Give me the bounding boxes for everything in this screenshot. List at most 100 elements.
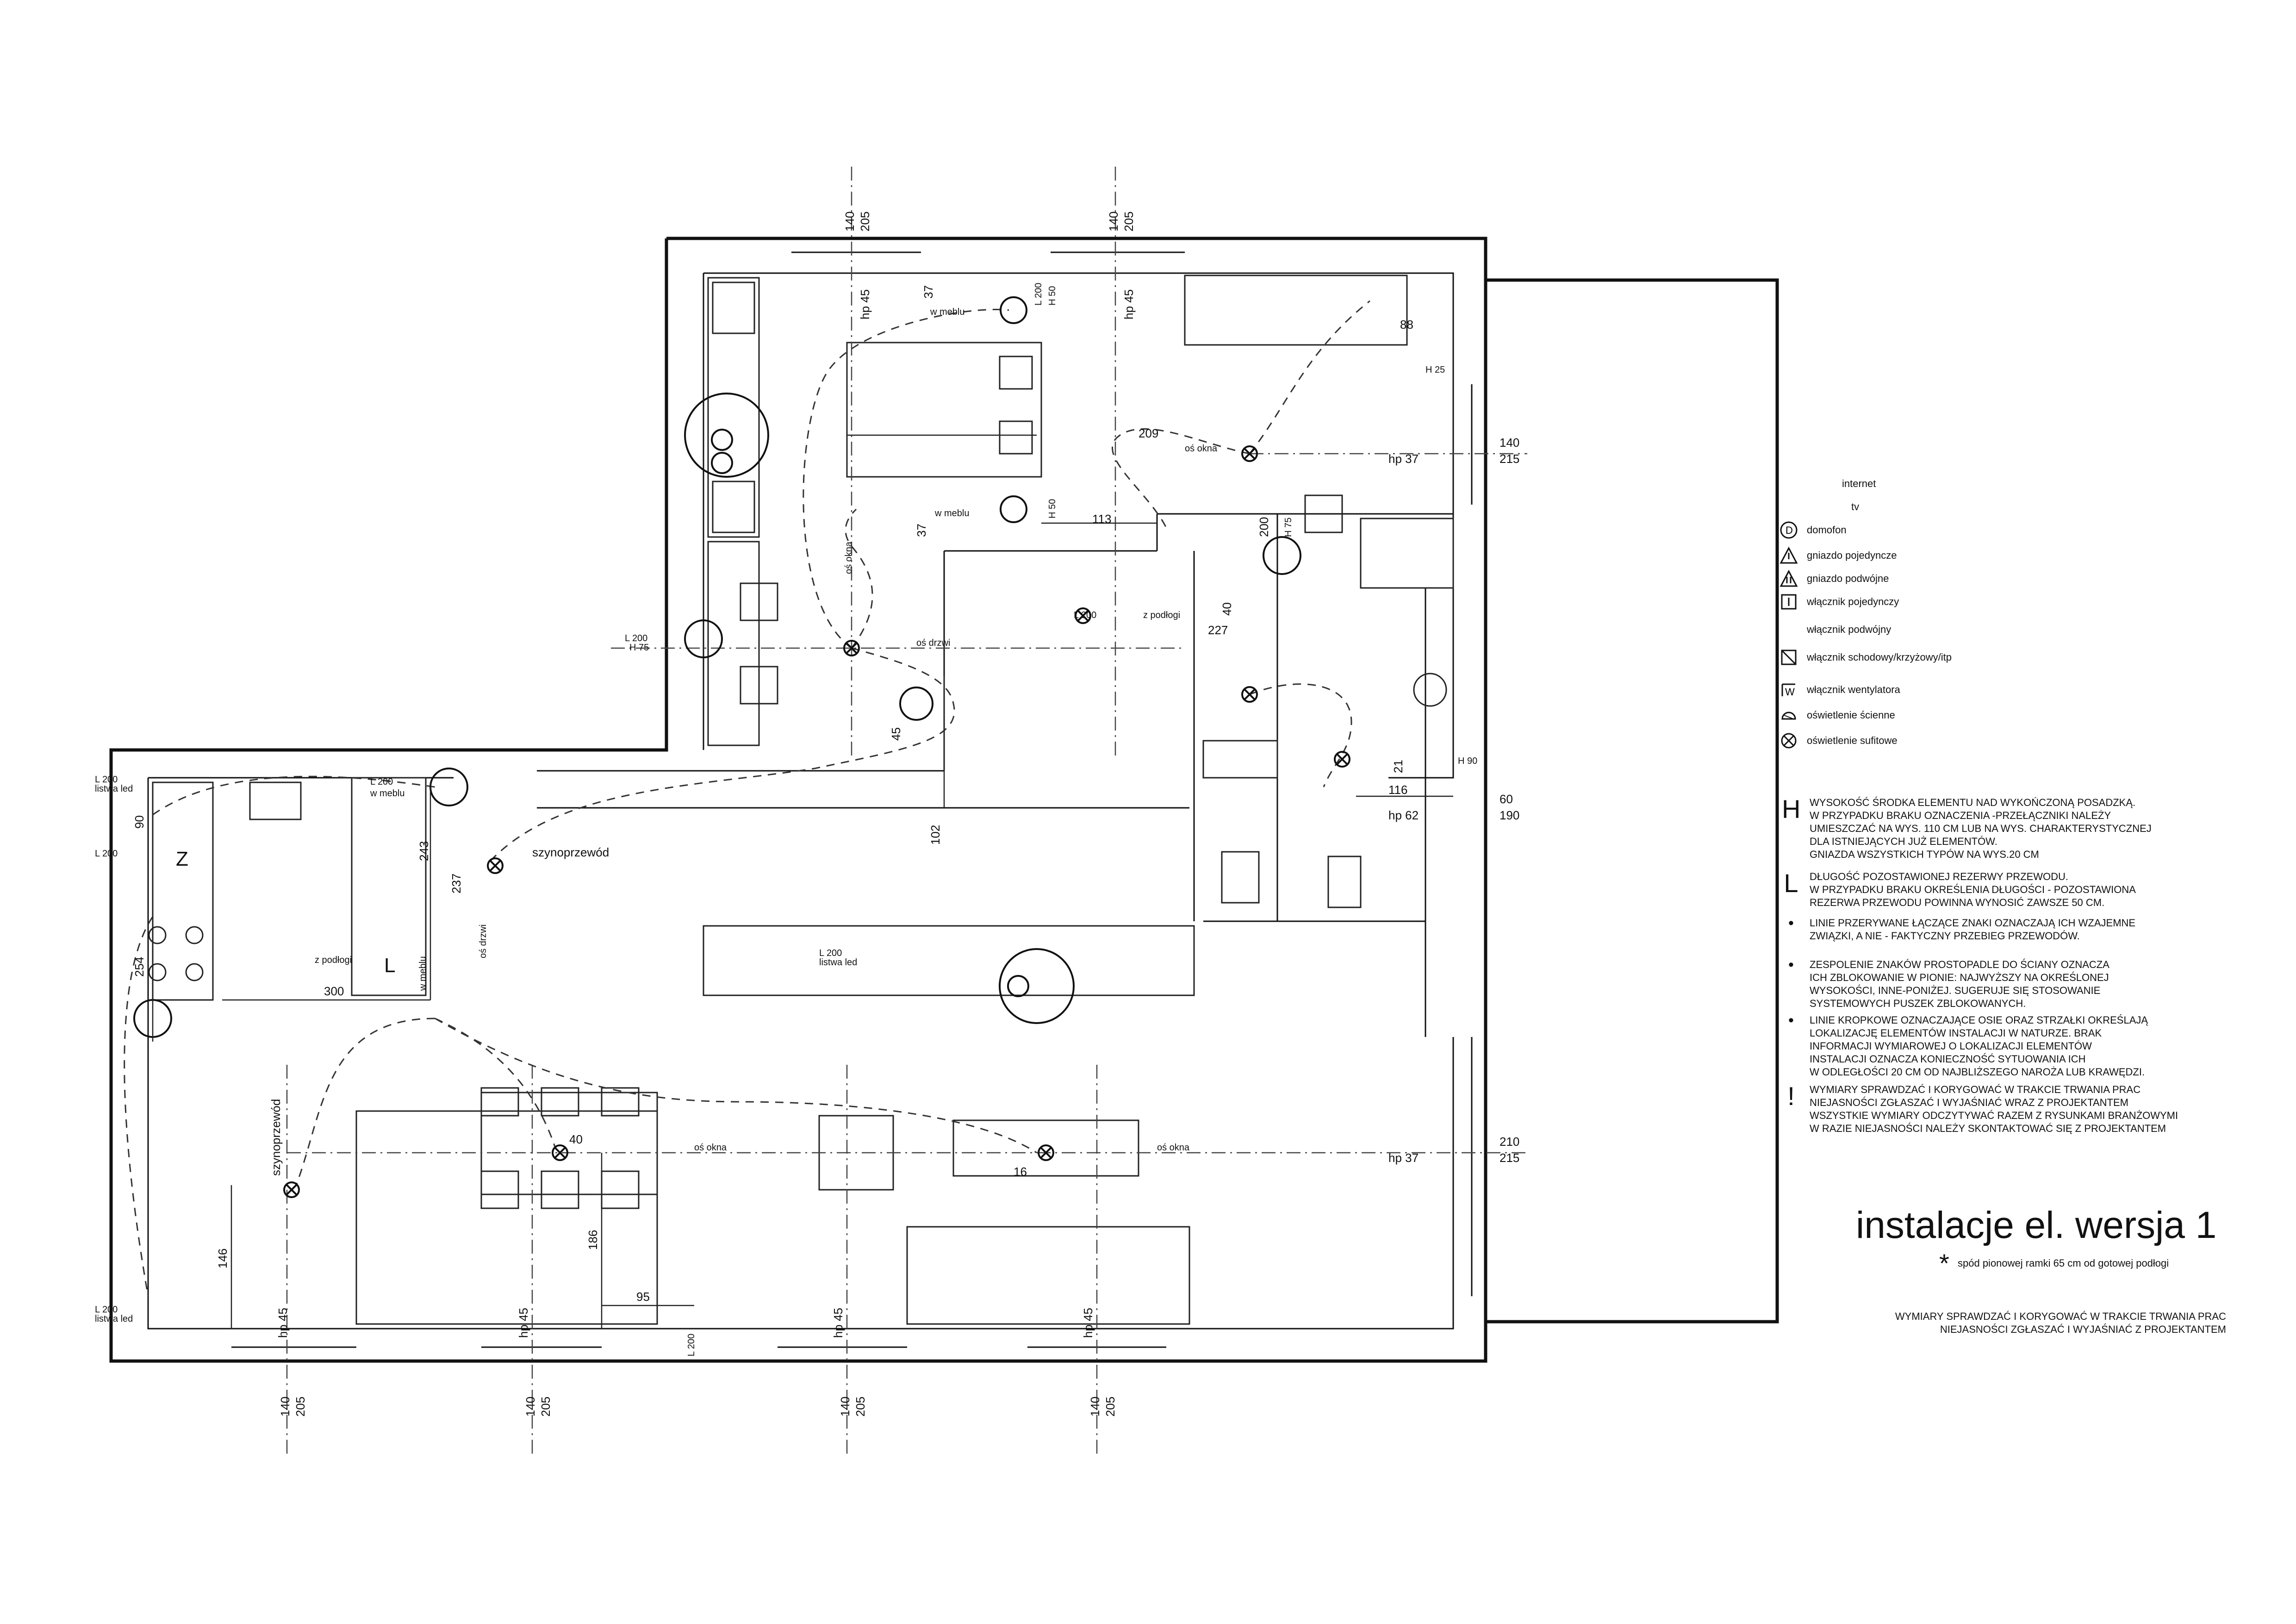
dim-label: 190 — [1500, 808, 1519, 822]
height-mark: H 50 — [1047, 499, 1058, 518]
dim-label: 205 — [539, 1397, 553, 1417]
cable-label: L 200 — [625, 633, 647, 643]
dim-label: 140 — [838, 1397, 852, 1417]
note-text: LINIE KROPKOWE OZNACZAJĄCE OSIE ORAZ STR… — [1810, 1014, 2231, 1079]
note-text: LINIE PRZERYWANE ŁĄCZĄCE ZNAKI OZNACZAJĄ… — [1810, 917, 2231, 943]
note-line: NIEJASNOŚCI ZGŁASZAĆ I WYJAŚNIAĆ WRAZ Z … — [1810, 1097, 2128, 1108]
busway-label: szynoprzewód — [269, 1099, 283, 1176]
ceiling-light-icon — [1334, 751, 1350, 768]
double-socket-icon — [684, 619, 723, 658]
dim-label: 60 — [1500, 792, 1513, 806]
note-label: z podłogi — [315, 955, 352, 965]
cable-label: L 200 — [95, 849, 118, 859]
note-line: LINIE PRZERYWANE ŁĄCZĄCE ZNAKI OZNACZAJĄ… — [1810, 917, 2136, 929]
note-mark: • — [1788, 1012, 1794, 1029]
height-mark: H 25 — [1425, 365, 1445, 375]
footnote-mark: * — [1939, 1249, 1949, 1278]
legend-label: domofon — [1807, 524, 1847, 536]
tv-icon — [999, 948, 1075, 1024]
dim-label: 140 — [523, 1397, 537, 1417]
legend-label: oświetlenie ścienne — [1807, 709, 1895, 721]
note-line: UMIESZCZAĆ NA WYS. 110 CM LUB NA WYS. CH… — [1810, 823, 2152, 834]
note-mark: H — [1782, 794, 1801, 824]
double-socket-icon — [1777, 567, 1800, 590]
note-line: WYSOKOŚCI, INNE-PONIŻEJ. SUGERUJE SIĘ ST… — [1810, 985, 2101, 996]
note-line: GNIAZDA WSZYSTKICH TYPÓW NA WYS.20 CM — [1810, 849, 2039, 860]
axis-label: oś okna — [844, 541, 854, 574]
stair-switch-icon — [1777, 646, 1800, 669]
legend-item: włącznik pojedynczy — [1777, 590, 1899, 613]
height-mark: H 75 — [629, 643, 649, 653]
tv-icon — [684, 393, 769, 478]
dim-label: 254 — [132, 957, 146, 977]
walls — [109, 237, 1779, 1363]
note-mark: ! — [1787, 1081, 1795, 1111]
note-line: W RAZIE NIEJASNOŚCI NALEŻY SKONTAKTOWAĆ … — [1810, 1123, 2166, 1134]
legend-label: włącznik wentylatora — [1807, 684, 1900, 695]
double-socket-icon — [1263, 536, 1301, 575]
tv-icon — [1777, 495, 1800, 518]
dim-label: 21 — [1391, 760, 1405, 773]
fan-switch-icon: W — [1777, 678, 1800, 701]
cable-label: L 200 — [370, 777, 393, 787]
legend-note: ! WYMIARY SPRAWDZAĆ I KORYGOWAĆ W TRAKCIE… — [1777, 1083, 2231, 1135]
axis-label: oś drzwi — [478, 924, 488, 958]
height-label: hp 45 — [1122, 289, 1136, 319]
dim-label: 237 — [449, 874, 463, 893]
dim-label: 90 — [132, 815, 146, 829]
dim-label: 140 — [1107, 212, 1120, 231]
height-label: hp 45 — [831, 1308, 845, 1338]
furniture — [148, 275, 1454, 1325]
svg-text:W: W — [1785, 686, 1795, 698]
legend-item: włącznik podwójny — [1777, 618, 1891, 641]
internet-icon — [1777, 472, 1800, 495]
note-text: WYMIARY SPRAWDZAĆ I KORYGOWAĆ W TRAKCIE … — [1810, 1083, 2231, 1135]
note-label: w meblu — [934, 508, 969, 518]
ceiling-light-icon — [1241, 686, 1258, 703]
note-line: ICH ZBLOKOWANIE W PIONIE: NAJWYŻSZY NA O… — [1810, 972, 2109, 983]
note-line: W ODLEGŁOŚCI 20 CM OD NAJBLIŻSZEGO NAROŻ… — [1810, 1066, 2145, 1078]
note-line: REZERWA PRZEWODU POWINNA WYNOSIĆ ZAWSZE … — [1810, 897, 2105, 908]
height-mark: H 90 — [1458, 756, 1477, 766]
note-line: WSZYSTKIE WYMIARY ODCZYTYWAĆ RAZEM Z RYS… — [1810, 1110, 2178, 1121]
dim-label: 146 — [216, 1249, 230, 1268]
height-label: hp 45 — [1081, 1308, 1095, 1338]
led-label: listwa led — [819, 957, 857, 968]
height-label: hp 45 — [858, 289, 872, 319]
dim-label: 205 — [853, 1397, 867, 1417]
ceiling-light-icon — [487, 857, 504, 874]
dim-label: 140 — [1088, 1397, 1102, 1417]
led-label: listwa led — [95, 1314, 133, 1324]
ceiling-light-icon — [552, 1144, 568, 1161]
legend-note: • LINIE KROPKOWE OZNACZAJĄCE OSIE ORAZ ST… — [1777, 1012, 2231, 1079]
height-label: hp 45 — [276, 1308, 290, 1338]
double-switch-icon — [1777, 618, 1800, 641]
legend-item: oświetlenie sufitowe — [1777, 729, 1898, 752]
intercom-icon: D — [1777, 518, 1800, 542]
dim-label: 215 — [1500, 452, 1519, 466]
cable-label: L 200 — [95, 1305, 118, 1315]
legend-label: gniazdo podwójne — [1807, 573, 1889, 584]
busway-label: szynoprzewód — [532, 845, 609, 859]
single-socket-icon — [1000, 296, 1027, 324]
note-text: DŁUGOŚĆ POZOSTAWIONEJ REZERWY PRZEWODU.W… — [1810, 870, 2231, 909]
note-mark: • — [1788, 956, 1794, 974]
single-switch-icon — [1777, 590, 1800, 613]
svg-text:D: D — [1786, 525, 1793, 536]
legend-label: włącznik pojedynczy — [1807, 596, 1899, 607]
wall-light-icon — [1777, 704, 1800, 727]
footer-line: NIEJASNOŚCI ZGŁASZAĆ I WYJAŚNIAĆ Z PROJE… — [1940, 1324, 2226, 1335]
drawing-title: instalacje el. wersja 1 — [1856, 1204, 2217, 1246]
note-line: ZESPOLENIE ZNAKÓW PROSTOPADLE DO ŚCIANY … — [1810, 959, 2109, 970]
ceiling-light-icon — [843, 640, 860, 656]
cable-label: L 200 — [686, 1334, 697, 1356]
note-line: WYMIARY SPRAWDZAĆ I KORYGOWAĆ W TRAKCIE … — [1810, 1084, 2141, 1095]
dim-label: 215 — [1500, 1151, 1519, 1165]
ceiling-light-icon — [283, 1181, 300, 1198]
single-switch-icon — [899, 687, 933, 721]
footer-note: WYMIARY SPRAWDZAĆ I KORYGOWAĆ W TRAKCIE … — [1842, 1310, 2226, 1336]
dim-label: 37 — [915, 524, 928, 537]
letter-mark: L — [384, 954, 395, 977]
